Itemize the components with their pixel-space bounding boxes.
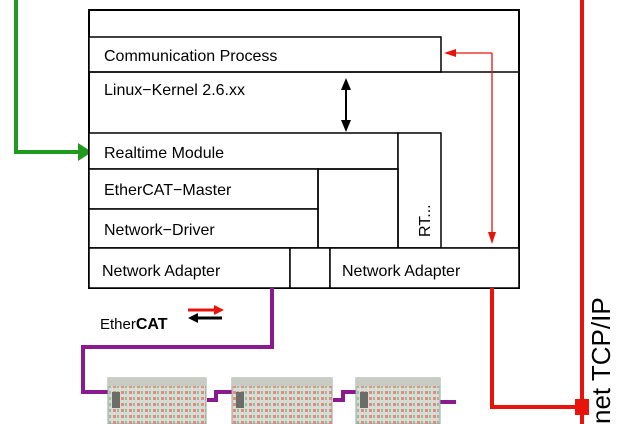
green-connection bbox=[14, 0, 92, 161]
network-adapter-left-label: Network Adapter bbox=[102, 263, 221, 280]
network-adapter-left bbox=[88, 247, 291, 289]
network-adapter-right-label: Network Adapter bbox=[342, 263, 461, 280]
communication-process-label: Communication Process bbox=[104, 48, 277, 65]
tcpip-label: net TCP/IP bbox=[586, 297, 616, 424]
io-terminal-module-1 bbox=[107, 377, 207, 424]
svg-text:EtherCAT: EtherCAT bbox=[100, 316, 168, 333]
ethernet-line bbox=[490, 0, 589, 424]
ethercat-logo-suffix: CAT bbox=[136, 316, 168, 333]
ethercat-master-block bbox=[88, 168, 319, 210]
ethercat-logo-prefix: Ether bbox=[100, 316, 136, 333]
network-driver-label: Network−Driver bbox=[104, 222, 215, 239]
linux-kernel-label: Linux−Kernel 2.6.xx bbox=[104, 82, 245, 99]
red-signal-arrow bbox=[444, 49, 496, 244]
ethercat-master-label: EtherCAT−Master bbox=[104, 182, 232, 199]
realtime-module-block bbox=[88, 132, 399, 170]
ethercat-logo: EtherCAT bbox=[100, 305, 224, 333]
realtime-module-label: Realtime Module bbox=[104, 145, 224, 162]
communication-process-block bbox=[88, 36, 442, 73]
rt-block bbox=[397, 132, 442, 249]
ethercat-bus bbox=[81, 288, 456, 404]
io-terminal-module-3 bbox=[355, 377, 441, 424]
io-terminal-module-2 bbox=[231, 377, 333, 424]
network-adapter-right bbox=[329, 247, 520, 289]
kernel-arrow bbox=[341, 78, 351, 132]
rt-label: RT... bbox=[417, 204, 434, 237]
